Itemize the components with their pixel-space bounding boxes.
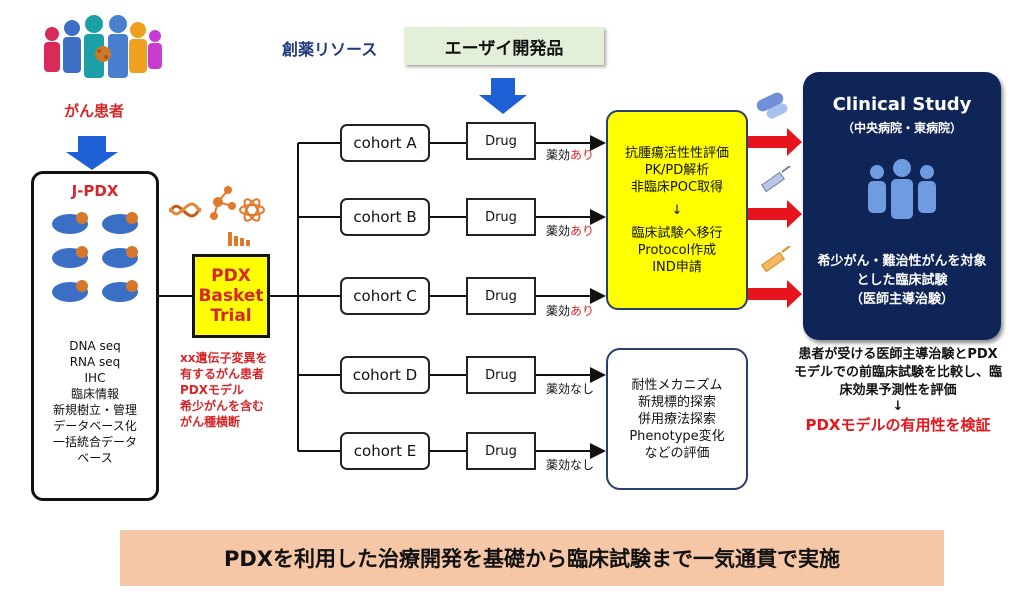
comparison-line: 床効果予測性を評価 (839, 383, 957, 398)
positive-line: 抗腫瘍活性性評価 (624, 145, 729, 161)
clinical-desc-line: （医師主導治験） (849, 292, 954, 307)
jpdx-item: 一括統合データ (52, 435, 137, 449)
clinical-desc-line: とした臨床試験 (856, 273, 948, 288)
basket-note: がん種横断 (180, 415, 241, 429)
syringe-icon (760, 246, 791, 273)
cohort-b-box: cohort B (340, 198, 430, 236)
negative-line: 耐性メカニズム (631, 377, 723, 393)
basket-line: PDX (211, 266, 251, 286)
cohort-d-box: cohort D (340, 356, 430, 394)
down-arrow-patients (66, 136, 118, 170)
clinical-study-box: Clinical Study （中央病院・東病院） 希少がん・難治性がんを対象 … (803, 72, 1001, 340)
resources-label: 創薬リソース (282, 40, 378, 59)
down-arrow-eisai (479, 78, 527, 114)
negative-line: などの評価 (644, 445, 710, 461)
patients-icon (44, 15, 162, 78)
effect-label: 薬効あり (546, 148, 595, 162)
basket-trial-box: PDX Basket Trial (192, 254, 270, 338)
comparison-text: 患者が受ける医師主導治験とPDX モデルでの前臨床試験を比較し、臨 床効果予測性… (776, 346, 1020, 434)
molecule-icon (210, 186, 236, 220)
basket-line: Basket (198, 286, 264, 306)
drug-box: Drug (466, 277, 536, 315)
clinical-desc: 希少がん・難治性がんを対象 とした臨床試験 （医師主導治験） (803, 252, 1001, 309)
cohort-c-box: cohort C (340, 277, 430, 315)
effect-label: 薬効なし (546, 458, 595, 472)
negative-line: 新規標的探索 (637, 394, 716, 410)
basket-note: 希少がんを含む (180, 399, 265, 413)
clinical-title: Clinical Study (832, 94, 972, 115)
jpdx-item: 臨床情報 (70, 387, 119, 401)
jpdx-box: J-PDX DNA seq RNA seq IHC 臨床情報 新規樹立・管理 デ… (31, 171, 159, 501)
positive-line: PK/PD解析 (644, 162, 710, 178)
dna-icon (168, 204, 202, 218)
effect-label: 薬効なし (546, 382, 595, 396)
patients-label: がん患者 (64, 102, 125, 120)
cohort-a-box: cohort A (340, 124, 430, 162)
basket-note: xx遺伝子変異を (180, 351, 268, 365)
drug-box: Drug (466, 198, 536, 236)
people-group-icon (868, 159, 936, 219)
basket-note: 有するがん患者 (180, 367, 265, 381)
drug-box: Drug (466, 122, 536, 160)
basket-note: PDXモデル (180, 383, 245, 397)
jpdx-item: DNA seq (69, 339, 121, 353)
bar-chart-icon (228, 232, 250, 246)
clinical-subtitle: （中央病院・東病院） (841, 121, 962, 135)
comparison-arrow: ↓ (892, 399, 904, 414)
positive-line: IND申請 (652, 259, 702, 275)
negative-outcome-box: 耐性メカニズム 新規標的探索 併用療法探索 Phenotype変化 などの評価 (606, 348, 748, 490)
positive-line: Protocol作成 (637, 242, 717, 258)
jpdx-item: 新規樹立・管理 (52, 403, 137, 417)
positive-line: ↓ (671, 202, 683, 218)
jpdx-item: RNA seq (69, 355, 121, 369)
cohort-e-box: cohort E (340, 432, 430, 470)
positive-line: 非臨床POC取得 (630, 179, 724, 195)
drug-box: Drug (466, 432, 536, 470)
jpdx-item: ベース (77, 451, 113, 465)
syringe-icon (760, 166, 791, 193)
negative-line: Phenotype変化 (629, 428, 725, 444)
research-icons (168, 186, 265, 246)
jpdx-items: DNA seq RNA seq IHC 臨床情報 新規樹立・管理 データベース化… (34, 338, 156, 466)
capsule-icon (756, 92, 788, 119)
eisai-box: エーザイ開発品 (404, 27, 604, 65)
mouse-icons (52, 212, 138, 302)
negative-line: 併用療法探索 (637, 411, 716, 427)
positive-line: 臨床試験へ移行 (631, 225, 723, 241)
comparison-line: 患者が受ける医師主導治験とPDX (798, 347, 998, 362)
basket-notes: xx遺伝子変異を 有するがん患者 PDXモデル 希少がんを含む がん種横断 (180, 350, 267, 430)
drug-box: Drug (466, 356, 536, 394)
summary-banner: PDXを利用した治療開発を基礎から臨床試験まで一気通貫で実施 (120, 530, 944, 586)
jpdx-item: IHC (84, 371, 106, 385)
effect-label: 薬効あり (546, 224, 595, 238)
comparison-line: モデルでの前臨床試験を比較し、臨 (793, 365, 1002, 380)
positive-outcome-box: 抗腫瘍活性性評価 PK/PD解析 非臨床POC取得 ↓ 臨床試験へ移行 Prot… (606, 110, 748, 310)
jpdx-title: J-PDX (71, 182, 119, 200)
atom-icon (239, 198, 265, 222)
basket-line: Trial (210, 306, 252, 326)
clinical-desc-line: 希少がん・難治性がんを対象 (817, 254, 987, 269)
effect-label: 薬効あり (546, 304, 595, 318)
verify-text: PDXモデルの有用性を検証 (805, 416, 991, 434)
jpdx-item: データベース化 (53, 419, 137, 433)
